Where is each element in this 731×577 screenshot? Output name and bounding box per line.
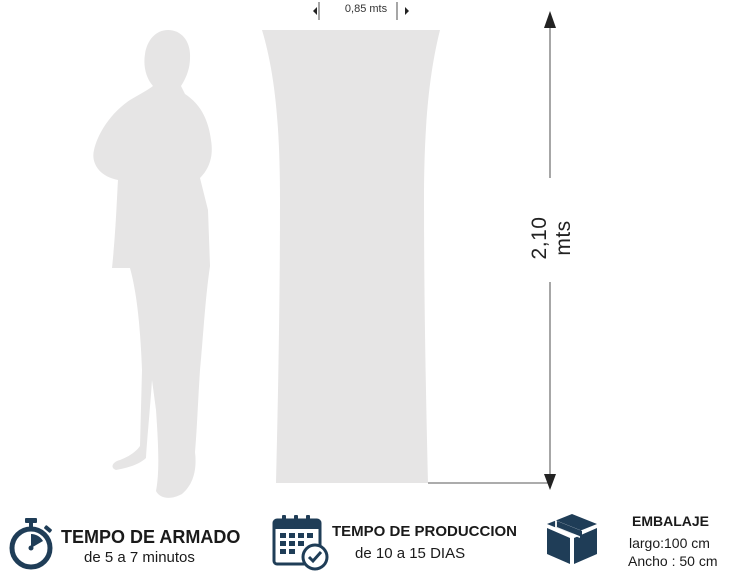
height-dimension xyxy=(428,11,556,490)
arrow-down-icon xyxy=(544,474,556,490)
stopwatch-icon xyxy=(8,516,54,570)
embalaje-largo: largo:100 cm xyxy=(629,535,710,551)
armado-detail: de 5 a 7 minutos xyxy=(84,549,195,566)
banner-stand-shape xyxy=(262,30,440,483)
arrow-right-icon xyxy=(405,7,409,15)
arrow-up-icon xyxy=(544,11,556,28)
width-label: 0,85 mts xyxy=(344,3,388,15)
human-silhouette xyxy=(93,30,212,498)
produccion-title: TEMPO DE PRODUCCION xyxy=(332,523,518,540)
arrow-left-icon xyxy=(313,7,317,15)
height-label: 2,10 mts xyxy=(528,216,575,260)
box-icon xyxy=(543,510,601,566)
width-dimension xyxy=(313,2,409,20)
embalaje-title: EMBALAJE xyxy=(632,513,710,529)
calendar-check-icon xyxy=(272,514,330,572)
armado-title: TEMPO DE ARMADO xyxy=(61,527,241,547)
produccion-detail: de 10 a 15 DIAS xyxy=(355,545,466,562)
embalaje-ancho: Ancho : 50 cm xyxy=(628,553,718,569)
